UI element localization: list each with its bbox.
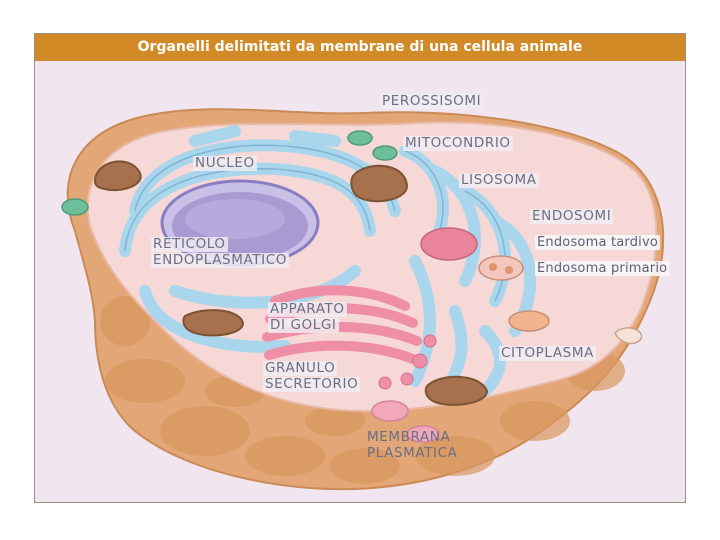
label-mitocondrio: MITOCONDRIO	[403, 135, 513, 151]
mitochondria	[93, 160, 489, 406]
label-endosomi: ENDOSOMI	[530, 208, 614, 224]
nucleus-highlight	[185, 199, 285, 239]
lysosome	[420, 227, 478, 261]
label-membrana: MEMBRANA	[367, 429, 451, 445]
label-reticolo: RETICOLO	[151, 236, 228, 252]
label-endosoma-primario: Endosoma primario	[535, 261, 670, 276]
diagram-frame: Organelli delimitati da membrane di una …	[34, 33, 686, 503]
label-apparato: APPARATO	[268, 301, 347, 317]
label-endosoma-tardivo: Endosoma tardivo	[535, 235, 661, 250]
label-secretorio: SECRETORIO	[263, 376, 361, 392]
label-granulo: GRANULO	[263, 360, 338, 376]
golgi-vesicles	[378, 334, 437, 390]
label-perossisomi: PEROSSISOMI	[380, 93, 484, 109]
membrane-texture	[100, 296, 625, 484]
label-di-golgi: DI GOLGI	[268, 317, 339, 333]
title-bar: Organelli delimitati da membrane di una …	[35, 34, 685, 61]
peroxisomes	[61, 130, 398, 216]
cell-illustration	[61, 108, 665, 491]
label-lisosoma: LISOSOMA	[459, 172, 539, 188]
label-citoplasma: CITOPLASMA	[499, 345, 596, 361]
label-nucleo: NUCLEO	[193, 155, 257, 171]
secretory-granules	[371, 400, 440, 443]
label-plasmatica: PLASMATICA	[367, 445, 458, 461]
primary-endosome	[508, 310, 550, 332]
label-endoplasmatico: ENDOPLASMATICO	[151, 252, 289, 268]
late-endosome	[478, 255, 524, 281]
diagram-title: Organelli delimitati da membrane di una …	[137, 39, 583, 55]
